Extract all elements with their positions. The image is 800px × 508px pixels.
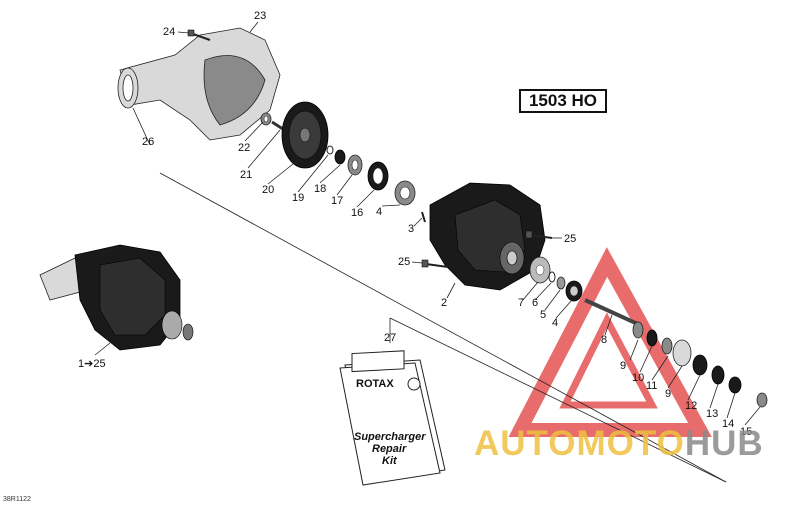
leader-13 [709, 383, 719, 409]
leader-26-baseline [159, 172, 727, 483]
repair-kit-booklet: ROTAX Supercharger Repair Kit [339, 350, 446, 486]
leader-3 [413, 217, 423, 227]
kit-title-line1: Supercharger [354, 431, 426, 443]
leader-12 [687, 374, 701, 401]
leader-1 [94, 342, 111, 356]
kit-title-line3: Kit [382, 455, 398, 467]
part-9-washer-b [661, 337, 673, 355]
callout-9a: 9 [620, 360, 626, 372]
part-7-gear [529, 256, 551, 284]
leader-16 [356, 189, 375, 208]
callout-8: 8 [601, 334, 607, 346]
part-16-seal [367, 161, 389, 191]
leader-26 [132, 107, 151, 146]
leader-18 [319, 164, 341, 184]
watermark-text-part1: AUTOMOTO [474, 424, 685, 463]
leader-19 [297, 154, 329, 193]
leader-17 [336, 174, 353, 196]
part-17-sleeve [347, 154, 363, 176]
leader-25b [411, 261, 423, 264]
callout-12: 12 [685, 400, 697, 412]
callout-5: 5 [540, 309, 546, 321]
callout-19: 19 [292, 192, 304, 204]
part-12-ring [692, 354, 708, 376]
part-20-impeller [281, 101, 329, 169]
leader-27-baseline [389, 317, 727, 483]
part-3-screw [421, 211, 426, 223]
callout-1: 1➔25 [78, 358, 106, 370]
part-1-assembly [39, 244, 194, 351]
part-11-gear [672, 339, 692, 367]
part-13-clip [711, 365, 725, 385]
callout-11: 11 [646, 380, 657, 392]
callout-4a: 4 [376, 206, 382, 218]
part-25-bolt-right [525, 230, 553, 239]
leader-23 [249, 21, 259, 33]
leader-15 [744, 406, 761, 426]
part-9-washer-a [632, 321, 644, 339]
part-6-ring [548, 271, 556, 283]
callout-7: 7 [518, 297, 524, 309]
part-22-bushing [260, 112, 272, 126]
leader-7 [522, 281, 539, 301]
model-label: 1503 HO [519, 89, 607, 113]
callout-9b: 9 [665, 388, 671, 400]
callout-17: 17 [331, 195, 343, 207]
leader-2 [446, 282, 456, 299]
callout-18: 18 [314, 183, 326, 195]
callout-4b: 4 [552, 317, 558, 329]
callout-25a: 25 [564, 233, 576, 245]
part-25-bolt-left [421, 259, 449, 268]
part-8-shaft [584, 298, 641, 327]
watermark-text: AUTOMOTOHUB [474, 424, 764, 464]
callout-15: 15 [740, 426, 752, 438]
kit-title-line2: Repair [372, 443, 407, 455]
callout-3: 3 [408, 223, 414, 235]
leader-10 [639, 345, 653, 373]
watermark-text-part2: HUB [684, 424, 764, 463]
callout-27: 27 [384, 332, 396, 344]
leader-20 [267, 159, 299, 185]
part-18-nut [334, 149, 346, 165]
part-14-washer [728, 376, 742, 394]
callout-14: 14 [722, 418, 734, 430]
callout-24: 24 [163, 26, 175, 38]
leader-8 [604, 314, 613, 336]
reference-code: 38R1122 [3, 496, 31, 503]
callout-25b: 25 [398, 256, 410, 268]
callout-26: 26 [142, 136, 154, 148]
leader-24 [177, 31, 190, 34]
leader-22 [244, 121, 264, 142]
leader-5 [544, 289, 561, 311]
part-4-bearing-upper [394, 180, 416, 206]
callout-22: 22 [238, 142, 250, 154]
part-5-washer [556, 276, 566, 290]
leader-4a [381, 204, 401, 207]
part-2-housing [429, 182, 546, 291]
part-15-nut [756, 392, 768, 408]
callout-6: 6 [532, 297, 538, 309]
leader-9a [629, 339, 639, 361]
callout-20: 20 [262, 184, 274, 196]
leader-4b [555, 299, 573, 319]
callout-10: 10 [632, 372, 644, 384]
callout-2: 2 [441, 297, 447, 309]
leader-9b [667, 365, 683, 389]
callout-21: 21 [240, 169, 252, 181]
callout-13: 13 [706, 408, 718, 420]
callout-labels: 24 23 26 22 21 20 19 18 17 16 4 3 25 25 … [78, 10, 752, 438]
callout-16: 16 [351, 207, 363, 219]
leader-14 [726, 392, 736, 419]
part-10-ring [646, 329, 658, 347]
leader-11 [651, 355, 669, 381]
kit-brand: ROTAX [356, 378, 394, 390]
part-4-bearing-lower [565, 280, 583, 302]
part-19-ring [326, 145, 334, 155]
part-23-housing-cover [117, 27, 281, 141]
callout-23: 23 [254, 10, 266, 22]
leader-21 [247, 129, 281, 169]
leader-6 [534, 282, 552, 301]
